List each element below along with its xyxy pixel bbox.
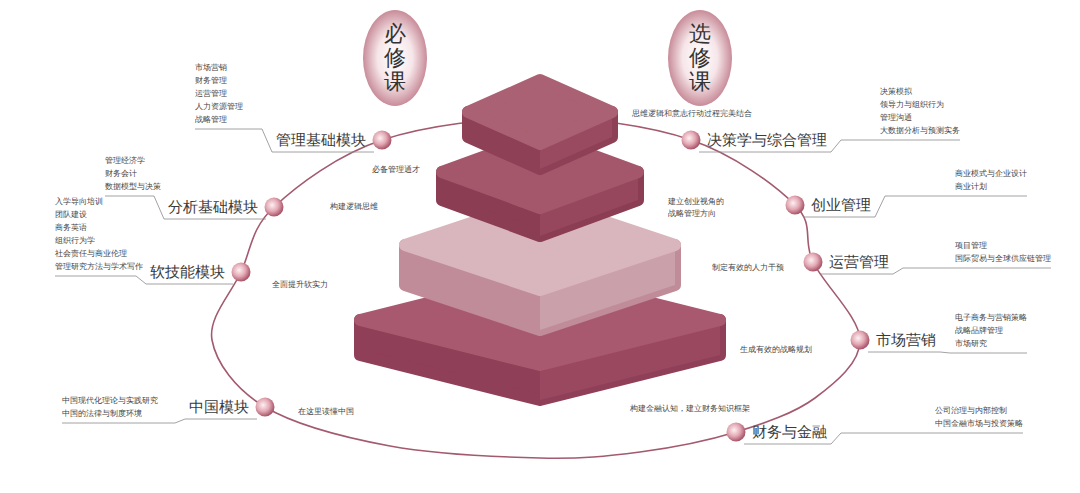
module-description: 建立创业视角的 战略管理方向 bbox=[668, 196, 732, 220]
module-node: 创业管理 bbox=[785, 195, 871, 215]
dot-fill bbox=[256, 398, 275, 417]
module-heading: 管理基础模块 bbox=[276, 130, 366, 150]
module-node: 中国模块 bbox=[189, 397, 275, 417]
leader-line bbox=[868, 352, 1027, 353]
course-item: 商业模式与企业设计 bbox=[955, 168, 1027, 180]
pyramid bbox=[360, 80, 720, 400]
module-description: 构建逻辑思维 bbox=[330, 201, 378, 213]
course-item: 数据模型与决策 bbox=[105, 181, 161, 193]
dot-fill bbox=[786, 196, 805, 215]
module-heading: 分析基础模块 bbox=[168, 197, 258, 217]
course-item: 管理经济学 bbox=[105, 155, 145, 167]
module-node: 市场营销 bbox=[850, 330, 936, 350]
leader-line bbox=[105, 196, 266, 219]
module-heading: 市场营销 bbox=[876, 330, 936, 350]
course-item: 人力资源管理 bbox=[195, 101, 243, 113]
dot-fill bbox=[265, 198, 284, 217]
course-item: 商务英语 bbox=[55, 222, 87, 234]
course-title: 选修课 bbox=[689, 22, 711, 95]
oval-fill bbox=[668, 10, 732, 106]
module-dot bbox=[850, 330, 870, 350]
module-description: 生成有效的战略规划 bbox=[740, 344, 812, 356]
oval-fill bbox=[363, 10, 427, 106]
module-description: 必备管理通才 bbox=[372, 164, 420, 176]
layer-top bbox=[468, 80, 612, 144]
dot-fill bbox=[232, 263, 251, 282]
course-item: 运营管理 bbox=[195, 88, 227, 100]
course-item: 战略管理 bbox=[195, 114, 227, 126]
dot-fill bbox=[373, 131, 392, 150]
module-description: 在这里读懂中国 bbox=[298, 406, 354, 418]
course-item: 中国的法律与制度环境 bbox=[62, 408, 142, 420]
course-oval: 选修课 bbox=[667, 9, 733, 107]
course-item: 领导力与组织行为 bbox=[880, 99, 944, 111]
module-heading: 软技能模块 bbox=[150, 262, 225, 282]
module-heading: 运营管理 bbox=[829, 252, 889, 272]
module-description: 全面提升软实力 bbox=[272, 279, 328, 291]
course-item: 管理沟通 bbox=[880, 112, 912, 124]
module-node: 决策学与综合管理 bbox=[681, 130, 827, 150]
module-node: 运营管理 bbox=[803, 252, 889, 272]
leader-line bbox=[803, 196, 1027, 217]
module-heading: 决策学与综合管理 bbox=[707, 130, 827, 150]
module-node: 软技能模块 bbox=[150, 262, 251, 282]
module-dot bbox=[372, 130, 392, 150]
course-item: 社会责任与商业伦理 bbox=[55, 248, 127, 260]
dot-fill bbox=[727, 423, 746, 442]
dot-fill bbox=[682, 131, 701, 150]
course-item: 组织行为学 bbox=[55, 235, 95, 247]
module-description: 思维逻辑和意志行动过程完美结合 bbox=[632, 108, 752, 120]
module-dot bbox=[231, 262, 251, 282]
course-item: 商业计划 bbox=[955, 181, 987, 193]
course-item: 电子商务与营销策略 bbox=[955, 312, 1027, 324]
course-item: 中国金融市场与投资策略 bbox=[935, 418, 1023, 430]
module-dot bbox=[803, 252, 823, 272]
course-item: 管理研究方法与学术写作 bbox=[55, 261, 143, 273]
course-title: 必修课 bbox=[384, 22, 406, 95]
module-node: 管理基础模块 bbox=[276, 130, 392, 150]
course-item: 国际贸易与全球供应链管理 bbox=[955, 253, 1051, 265]
leader-line bbox=[195, 129, 374, 152]
course-item: 财务管理 bbox=[195, 75, 227, 87]
course-item: 市场营销 bbox=[195, 62, 227, 74]
module-dot bbox=[726, 422, 746, 442]
module-dot bbox=[681, 130, 701, 150]
pyramid-layer bbox=[468, 80, 612, 169]
course-item: 入学导向培训 bbox=[55, 196, 103, 208]
course-item: 中国现代化理论与实践研究 bbox=[62, 395, 158, 407]
module-dot bbox=[785, 195, 805, 215]
module-description: 制定有效的人力干预 bbox=[712, 262, 784, 274]
module-description: 构建金融认知，建立财务知识框架 bbox=[630, 403, 750, 415]
module-node: 分析基础模块 bbox=[168, 197, 284, 217]
leader-lines bbox=[55, 129, 1051, 444]
course-item: 大数据分析与预测实务 bbox=[880, 125, 960, 137]
module-heading: 创业管理 bbox=[811, 195, 871, 215]
course-item: 战略品牌管理 bbox=[955, 325, 1003, 337]
course-item: 团队建设 bbox=[55, 209, 87, 221]
dot-fill bbox=[804, 253, 823, 272]
course-item: 项目管理 bbox=[955, 240, 987, 252]
module-heading: 中国模块 bbox=[189, 397, 249, 417]
module-dot bbox=[264, 197, 284, 217]
dot-fill bbox=[851, 331, 870, 350]
module-node: 财务与金融 bbox=[726, 422, 827, 442]
course-item: 公司治理与内部控制 bbox=[935, 405, 1007, 417]
module-heading: 财务与金融 bbox=[752, 422, 827, 442]
course-item: 市场研究 bbox=[955, 338, 987, 350]
course-item: 财务会计 bbox=[105, 168, 137, 180]
module-dot bbox=[255, 397, 275, 417]
course-item: 决策模拟 bbox=[880, 86, 912, 98]
course-oval: 必修课 bbox=[362, 9, 428, 107]
leader-line bbox=[62, 419, 257, 423]
